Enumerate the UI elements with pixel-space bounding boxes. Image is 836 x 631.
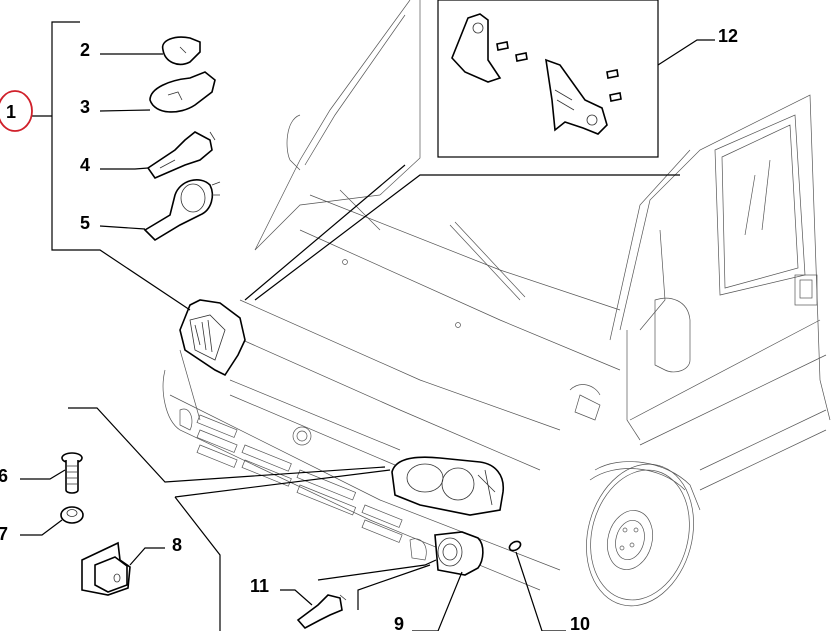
callout-1-highlight[interactable] xyxy=(0,90,33,132)
group-bracket-1 xyxy=(32,21,191,311)
callout-11[interactable]: 11 xyxy=(250,576,269,596)
callout-1[interactable]: 1 xyxy=(6,102,16,122)
callout-3[interactable]: 3 xyxy=(80,97,90,117)
callout-12[interactable]: 12 xyxy=(718,26,738,46)
bulb-5 xyxy=(143,179,221,242)
headlamp-left xyxy=(179,299,246,377)
bulb-2 xyxy=(161,36,201,66)
callout-6[interactable]: 6 xyxy=(0,466,8,486)
callout-8[interactable]: 8 xyxy=(172,535,182,555)
callout-9[interactable]: 9 xyxy=(394,614,404,631)
badge-logo xyxy=(292,426,312,446)
callout-10[interactable]: 10 xyxy=(570,614,590,631)
headlamp-right xyxy=(391,456,505,516)
callout-4[interactable]: 4 xyxy=(80,155,90,175)
bulb-4 xyxy=(146,131,216,179)
fog-bulb-11 xyxy=(296,594,347,630)
nut-7 xyxy=(60,506,84,524)
grille xyxy=(196,379,403,543)
fog-lamp xyxy=(434,531,484,576)
bracket-kit-box xyxy=(437,0,659,158)
screw-6 xyxy=(61,452,83,494)
van-body xyxy=(162,0,831,607)
clip-nut-8 xyxy=(81,541,131,596)
callout-7[interactable]: 7 xyxy=(0,524,8,544)
bulb-3 xyxy=(149,71,216,113)
front-wheel xyxy=(586,461,701,607)
side-marker xyxy=(508,540,522,552)
callout-2[interactable]: 2 xyxy=(80,40,90,60)
callout-5[interactable]: 5 xyxy=(80,213,90,233)
